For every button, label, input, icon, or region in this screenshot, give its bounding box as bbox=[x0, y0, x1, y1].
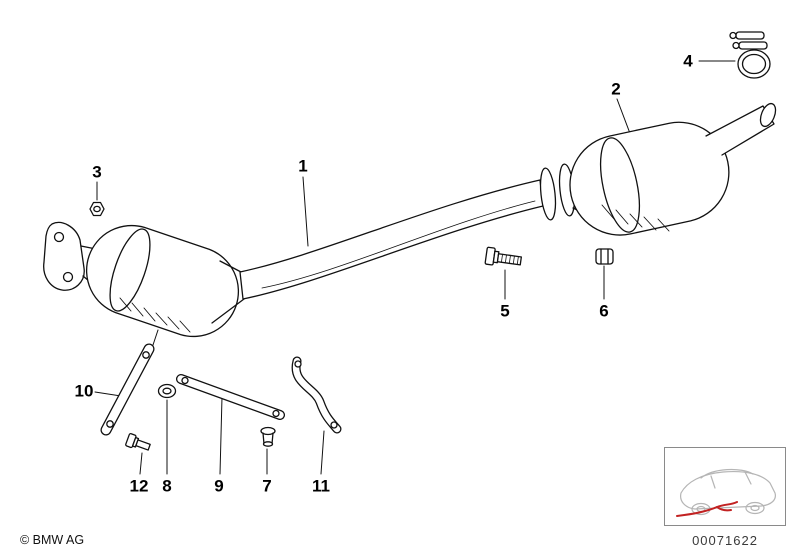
small-bolt bbox=[125, 433, 151, 451]
leader-lines bbox=[94, 60, 736, 475]
part-label-5[interactable]: 5 bbox=[500, 301, 510, 321]
rivet bbox=[260, 426, 276, 447]
part-label-2[interactable]: 2 bbox=[611, 79, 621, 99]
clamp bbox=[729, 31, 771, 79]
part-label-10[interactable]: 10 bbox=[74, 381, 94, 401]
part-label-7[interactable]: 7 bbox=[262, 476, 272, 496]
vehicle-thumbnail-box bbox=[664, 447, 786, 526]
vehicle-thumbnail bbox=[676, 468, 776, 517]
bracket-strap-9 bbox=[176, 374, 285, 420]
tail-pipe bbox=[705, 102, 777, 156]
silencer-shading bbox=[601, 204, 670, 232]
inlet-flange bbox=[43, 221, 102, 292]
bracket-strap-10 bbox=[100, 343, 155, 436]
part-label-12[interactable]: 12 bbox=[129, 476, 149, 496]
part-number: 00071622 bbox=[692, 533, 758, 548]
catalytic-converter bbox=[85, 224, 245, 349]
part-label-11[interactable]: 11 bbox=[312, 476, 330, 496]
bracket-strap-11 bbox=[291, 356, 342, 434]
part-label-8[interactable]: 8 bbox=[162, 476, 172, 496]
hex-nut bbox=[595, 248, 614, 265]
cat-shading bbox=[119, 297, 191, 333]
hex-bolt bbox=[484, 246, 523, 266]
highlighted-exhaust-line bbox=[676, 501, 738, 517]
mount-pin bbox=[151, 329, 159, 349]
part-label-3[interactable]: 3 bbox=[92, 162, 102, 182]
part-label-4[interactable]: 4 bbox=[683, 51, 693, 71]
rubber-grommet bbox=[157, 383, 177, 399]
flange-joint bbox=[539, 163, 576, 221]
copyright: © BMW AG bbox=[20, 533, 85, 547]
part-label-9[interactable]: 9 bbox=[214, 476, 224, 496]
part-label-1[interactable]: 1 bbox=[298, 156, 308, 176]
front-pipe bbox=[239, 179, 544, 300]
part-label-6[interactable]: 6 bbox=[599, 301, 609, 321]
front-silencer bbox=[569, 121, 730, 236]
flange-nut bbox=[89, 201, 105, 217]
